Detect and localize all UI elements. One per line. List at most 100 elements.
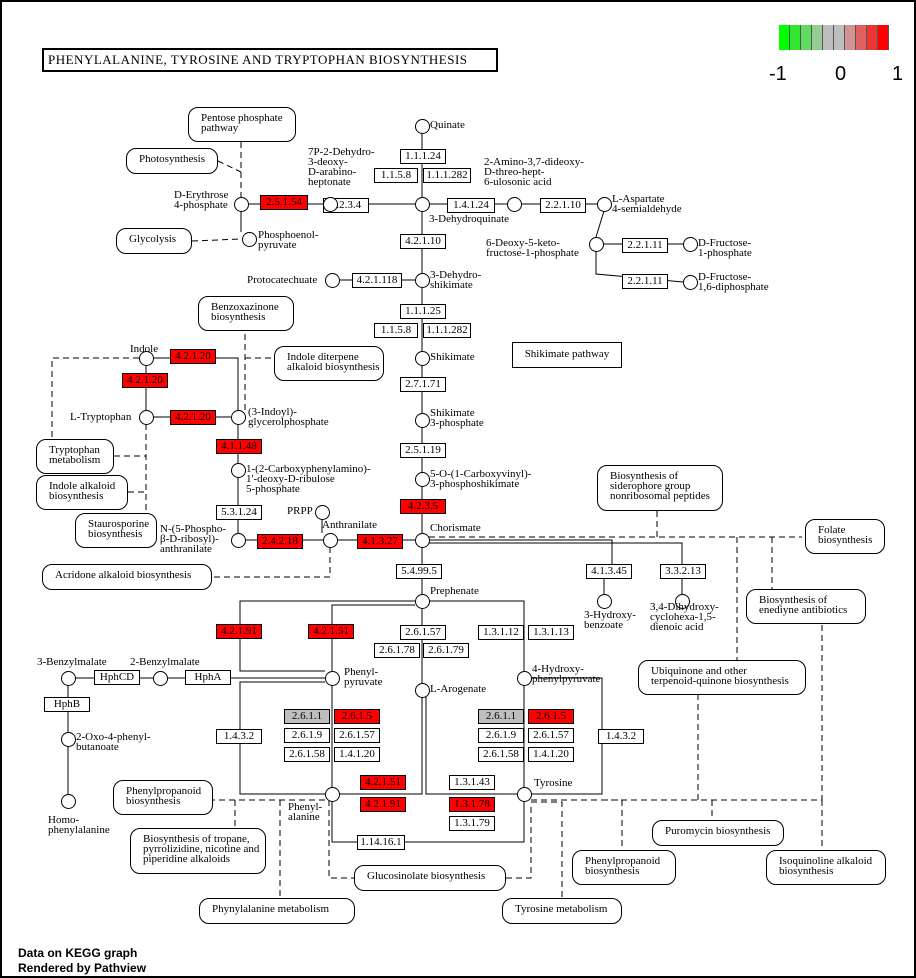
- compound-node[interactable]: [415, 594, 430, 609]
- enzyme-node[interactable]: 2.2.1.11: [622, 274, 668, 289]
- enzyme-node[interactable]: 4.2.1.10: [400, 234, 446, 249]
- enzyme-node[interactable]: 4.2.1.91: [216, 624, 262, 639]
- enzyme-node[interactable]: 1.1.1.282: [423, 168, 471, 183]
- pathway-link[interactable]: Biosynthesis of enediyne antibiotics: [746, 589, 866, 624]
- enzyme-node[interactable]: 4.1.3.27: [357, 534, 403, 549]
- enzyme-node[interactable]: 4.2.1.20: [122, 373, 168, 388]
- compound-node[interactable]: [589, 237, 604, 252]
- pathway-link[interactable]: Phynylalanine metabolism: [199, 898, 355, 924]
- enzyme-node[interactable]: 2.6.1.57: [528, 728, 574, 743]
- compound-node[interactable]: [325, 787, 340, 802]
- enzyme-node[interactable]: HphB: [44, 697, 90, 712]
- enzyme-node[interactable]: 2.5.1.19: [400, 443, 446, 458]
- enzyme-node[interactable]: 4.2.1.20: [170, 349, 216, 364]
- compound-node[interactable]: [325, 671, 340, 686]
- compound-node[interactable]: [415, 119, 430, 134]
- enzyme-node[interactable]: 2.6.1.5: [528, 709, 574, 724]
- enzyme-node[interactable]: 5.3.1.24: [216, 505, 262, 520]
- enzyme-node[interactable]: 4.2.1.118: [352, 273, 402, 288]
- enzyme-node[interactable]: 1.1.5.8: [374, 168, 418, 183]
- pathway-link[interactable]: Staurosporine biosynthesis: [75, 513, 157, 548]
- compound-node[interactable]: [415, 273, 430, 288]
- enzyme-node[interactable]: 2.6.1.58: [478, 747, 524, 762]
- pathway-link[interactable]: Glycolysis: [116, 228, 192, 254]
- compound-node[interactable]: [683, 275, 698, 290]
- compound-node[interactable]: [323, 533, 338, 548]
- enzyme-node[interactable]: 1.1.1.282: [423, 323, 471, 338]
- compound-node[interactable]: [415, 197, 430, 212]
- enzyme-node[interactable]: 2.4.2.18: [257, 534, 303, 549]
- enzyme-node[interactable]: 4.2.3.5: [400, 499, 446, 514]
- compound-node[interactable]: [415, 683, 430, 698]
- enzyme-node[interactable]: 1.1.1.25: [400, 304, 446, 319]
- pathway-link[interactable]: Biosynthesis of siderophore group nonrib…: [597, 465, 723, 511]
- enzyme-node[interactable]: HphCD: [94, 670, 140, 685]
- compound-node[interactable]: [415, 472, 430, 487]
- pathway-link[interactable]: Benzoxazinone biosynthesis: [198, 296, 294, 331]
- compound-node[interactable]: [683, 237, 698, 252]
- enzyme-node[interactable]: 1.4.3.2: [598, 729, 644, 744]
- enzyme-node[interactable]: 1.3.1.13: [528, 625, 574, 640]
- pathway-link[interactable]: Tyrosine metabolism: [502, 898, 622, 924]
- enzyme-node[interactable]: 2.6.1.78: [374, 643, 420, 658]
- compound-node[interactable]: [139, 351, 154, 366]
- enzyme-node[interactable]: 2.6.1.9: [478, 728, 524, 743]
- enzyme-node[interactable]: 1.4.1.24: [447, 198, 495, 213]
- compound-node[interactable]: [597, 594, 612, 609]
- compound-node[interactable]: [139, 410, 154, 425]
- compound-node[interactable]: [242, 232, 257, 247]
- enzyme-node[interactable]: 2.2.1.10: [540, 198, 586, 213]
- enzyme-node[interactable]: 1.3.1.78: [449, 797, 495, 812]
- enzyme-node[interactable]: 2.6.1.1: [478, 709, 524, 724]
- compound-node[interactable]: [517, 671, 532, 686]
- compound-node[interactable]: [415, 351, 430, 366]
- enzyme-node[interactable]: 4.1.3.45: [586, 564, 632, 579]
- enzyme-node[interactable]: 2.6.1.9: [284, 728, 330, 743]
- enzyme-node[interactable]: 2.6.1.1: [284, 709, 330, 724]
- enzyme-node[interactable]: 2.5.1.54: [260, 195, 308, 210]
- pathway-link[interactable]: Isoquinoline alkaloid biosynthesis: [766, 850, 886, 885]
- enzyme-node[interactable]: 1.3.1.12: [478, 625, 524, 640]
- enzyme-node[interactable]: 2.6.1.79: [423, 643, 469, 658]
- compound-node[interactable]: [597, 197, 612, 212]
- compound-node[interactable]: [231, 533, 246, 548]
- compound-node[interactable]: [61, 794, 76, 809]
- enzyme-node[interactable]: 2.2.1.11: [622, 238, 668, 253]
- pathway-link[interactable]: Pentose phosphate pathway: [188, 107, 296, 142]
- enzyme-node[interactable]: 4.2.1.51: [308, 624, 354, 639]
- enzyme-node[interactable]: 2.6.1.58: [284, 747, 330, 762]
- pathway-link[interactable]: Acridone alkaloid biosynthesis: [42, 564, 212, 590]
- compound-node[interactable]: [61, 732, 76, 747]
- pathway-link[interactable]: Indole diterpene alkaloid biosynthesis: [274, 346, 384, 381]
- compound-node[interactable]: [315, 505, 330, 520]
- pathway-link[interactable]: Photosynthesis: [126, 148, 218, 174]
- compound-node[interactable]: [507, 197, 522, 212]
- pathway-link[interactable]: Ubiquinone and other terpenoid-quinone b…: [638, 660, 806, 695]
- compound-node[interactable]: [517, 787, 532, 802]
- pathway-link[interactable]: Phenylpropanoid biosynthesis: [572, 850, 676, 885]
- pathway-link[interactable]: Puromycin biosynthesis: [652, 820, 784, 846]
- compound-node[interactable]: [153, 671, 168, 686]
- enzyme-node[interactable]: 2.7.1.71: [400, 377, 446, 392]
- enzyme-node[interactable]: 1.4.1.20: [334, 747, 380, 762]
- pathway-link[interactable]: Tryptophan metabolism: [36, 439, 114, 474]
- enzyme-node[interactable]: 1.3.1.79: [449, 816, 495, 831]
- enzyme-node[interactable]: 5.4.99.5: [396, 564, 442, 579]
- enzyme-node[interactable]: 2.6.1.57: [400, 625, 446, 640]
- enzyme-node[interactable]: 1.1.1.24: [400, 149, 446, 164]
- pathway-link[interactable]: Biosynthesis of tropane, pyrrolizidine, …: [130, 828, 266, 874]
- compound-node[interactable]: [231, 410, 246, 425]
- enzyme-node[interactable]: 1.14.16.1: [357, 835, 405, 850]
- enzyme-node[interactable]: 4.2.1.20: [170, 410, 216, 425]
- enzyme-node[interactable]: 1.3.1.43: [449, 775, 495, 790]
- compound-node[interactable]: [675, 594, 690, 609]
- compound-node[interactable]: [231, 463, 246, 478]
- pathway-link[interactable]: Glucosinolate biosynthesis: [354, 865, 506, 891]
- compound-node[interactable]: [61, 671, 76, 686]
- enzyme-node[interactable]: 3.3.2.13: [660, 564, 706, 579]
- compound-node[interactable]: [325, 273, 340, 288]
- enzyme-node[interactable]: 2.6.1.5: [334, 709, 380, 724]
- enzyme-node[interactable]: 1.4.3.2: [216, 729, 262, 744]
- pathway-link[interactable]: Folate biosynthesis: [805, 519, 885, 554]
- enzyme-node[interactable]: 4.1.1.48: [216, 439, 262, 454]
